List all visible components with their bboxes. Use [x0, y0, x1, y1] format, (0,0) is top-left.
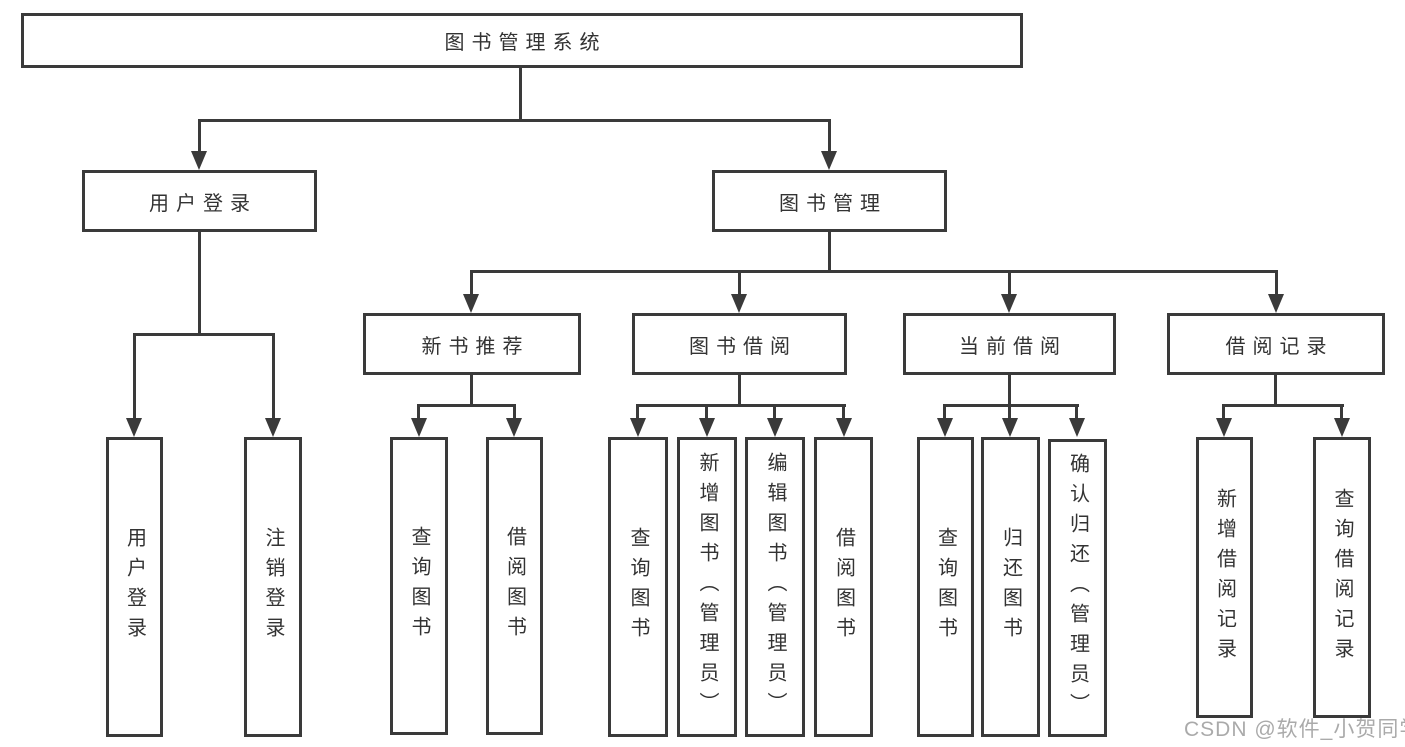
arrow-down-icon — [1001, 294, 1017, 313]
connector-shaft — [470, 270, 473, 296]
leaf-bookborrow-borrow: 借阅图书 — [814, 437, 873, 737]
connector-shaft — [1008, 404, 1011, 421]
connector-shaft — [828, 119, 831, 152]
arrow-down-icon — [463, 294, 479, 313]
connector-shaft — [1275, 270, 1278, 296]
arrow-down-icon — [630, 418, 646, 437]
connector-currentborrow-rail — [944, 404, 1079, 407]
node-borrow-records: 借阅记录 — [1167, 313, 1385, 375]
csdn-watermark: CSDN @软件_小贺同学 — [1184, 718, 1405, 741]
arrow-down-icon — [191, 151, 207, 170]
leaf-newbooks-query: 查询图书 — [390, 437, 448, 735]
arrow-down-icon — [821, 151, 837, 170]
connector-bookmgmt-stem — [828, 232, 831, 273]
connector-root-stem — [519, 68, 522, 121]
leaf-user-login: 用户登录 — [106, 437, 163, 737]
connector-shaft — [417, 404, 420, 421]
connector-shaft — [738, 270, 741, 296]
connector-newbooks-stem — [470, 375, 473, 407]
node-root: 图书管理系统 — [21, 13, 1023, 68]
connector-shaft — [943, 404, 946, 421]
leaf-logout: 注销登录 — [244, 437, 302, 737]
connector-shaft — [1340, 404, 1343, 421]
arrow-down-icon — [1334, 418, 1350, 437]
connector-bookmgmt-rail — [470, 270, 1278, 273]
connector-borrowrecords-stem — [1274, 375, 1277, 407]
arrow-down-icon — [1069, 418, 1085, 437]
leaf-currentborrow-confirm-admin: 确认归还（管理员） — [1048, 439, 1107, 737]
connector-shaft — [272, 333, 275, 421]
leaf-bookborrow-query: 查询图书 — [608, 437, 668, 737]
connector-shaft — [1075, 404, 1078, 421]
arrow-down-icon — [731, 294, 747, 313]
connector-shaft — [198, 119, 201, 152]
connector-bookborrow-stem — [738, 375, 741, 407]
node-current-borrow: 当前借阅 — [903, 313, 1116, 375]
connector-shaft — [636, 404, 639, 421]
leaf-currentborrow-return: 归还图书 — [981, 437, 1040, 737]
arrow-down-icon — [1216, 418, 1232, 437]
arrow-down-icon — [1002, 418, 1018, 437]
leaf-records-add: 新增借阅记录 — [1196, 437, 1253, 718]
arrow-down-icon — [836, 418, 852, 437]
node-user-login: 用户登录 — [82, 170, 317, 232]
arrow-down-icon — [265, 418, 281, 437]
arrow-down-icon — [411, 418, 427, 437]
leaf-bookborrow-edit-admin: 编辑图书（管理员） — [745, 437, 805, 737]
node-book-mgmt: 图书管理 — [712, 170, 947, 232]
node-book-borrow: 图书借阅 — [632, 313, 847, 375]
arrow-down-icon — [767, 418, 783, 437]
connector-shaft — [773, 404, 776, 421]
connector-shaft — [513, 404, 516, 421]
arrow-down-icon — [699, 418, 715, 437]
leaf-bookborrow-add-admin: 新增图书（管理员） — [677, 437, 737, 737]
arrow-down-icon — [506, 418, 522, 437]
connector-shaft — [842, 404, 845, 421]
arrow-down-icon — [1268, 294, 1284, 313]
leaf-newbooks-borrow: 借阅图书 — [486, 437, 543, 735]
leaf-records-query: 查询借阅记录 — [1313, 437, 1371, 718]
arrow-down-icon — [937, 418, 953, 437]
connector-bookborrow-rail — [637, 404, 846, 407]
connector-borrowrecords-rail — [1223, 404, 1344, 407]
arrow-down-icon — [126, 418, 142, 437]
connector-shaft — [1008, 270, 1011, 296]
connector-currentborrow-stem — [1008, 375, 1011, 407]
node-new-books: 新书推荐 — [363, 313, 581, 375]
connector-shaft — [705, 404, 708, 421]
leaf-currentborrow-query: 查询图书 — [917, 437, 974, 737]
connector-root-rail — [198, 119, 831, 122]
connector-shaft — [133, 333, 136, 421]
connector-shaft — [1222, 404, 1225, 421]
connector-newbooks-rail — [418, 404, 516, 407]
connector-userlogin-stem — [198, 232, 201, 336]
connector-userlogin-rail — [133, 333, 275, 336]
